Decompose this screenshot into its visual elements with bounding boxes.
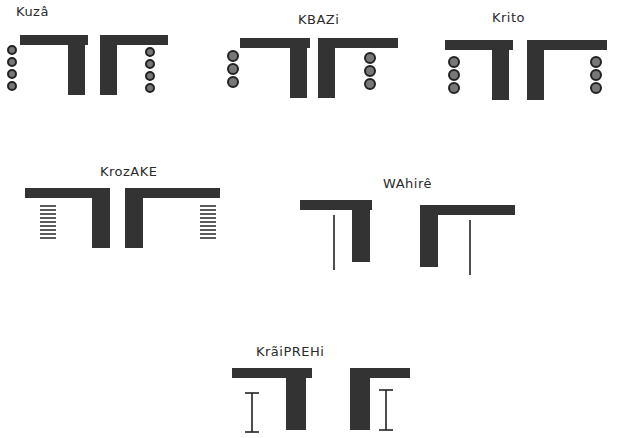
- word-label: Kuzâ: [16, 4, 49, 19]
- word-label: KrozAKE: [100, 164, 158, 179]
- word-label: WAhirê: [383, 176, 432, 191]
- word-label: KBAZi: [298, 12, 339, 27]
- kuza-glyph: [8, 35, 168, 95]
- wahire-glyph: [300, 200, 515, 275]
- word-label: Krito: [492, 10, 525, 25]
- krito-glyph: [445, 40, 607, 100]
- krozake-glyph: [25, 188, 220, 248]
- kraiprehi-glyph: [232, 368, 410, 432]
- word-label: KrãiPREHi: [256, 344, 324, 359]
- kbazi-glyph: [228, 38, 398, 98]
